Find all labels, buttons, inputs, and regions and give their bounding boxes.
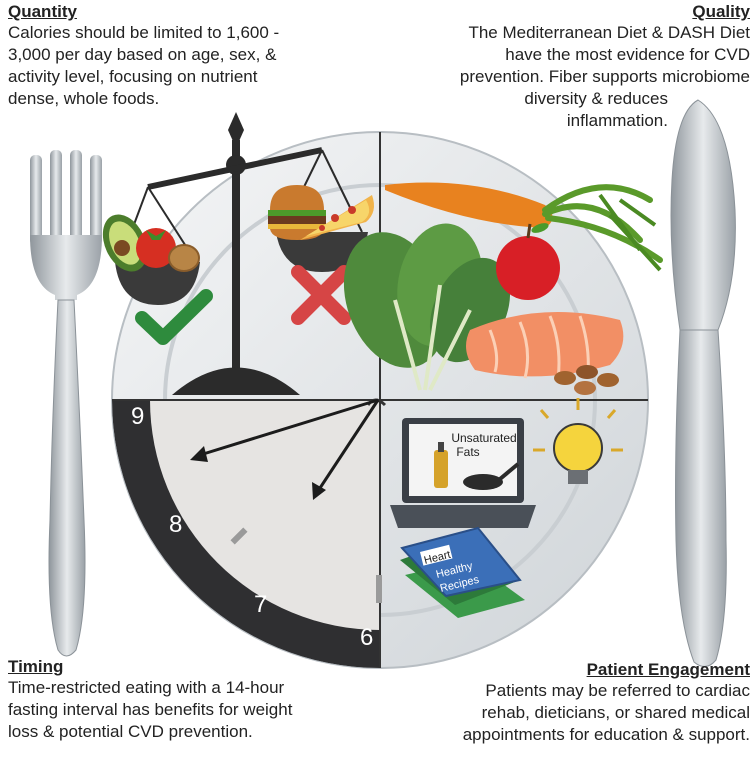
quality-line-5: inflammation.: [566, 111, 668, 130]
apple-icon: [496, 223, 560, 300]
timing-section: Timing Time-restricted eating with a 14-…: [8, 657, 368, 743]
knife-icon: [670, 99, 736, 667]
quantity-line-4: dense, whole foods.: [8, 89, 160, 108]
laptop-label-line2: Fats: [456, 445, 479, 459]
leafy-greens-icon: [343, 223, 511, 391]
quality-heading: Quality: [692, 2, 750, 21]
quality-line-3: prevention. Fiber supports microbiome: [459, 67, 750, 86]
clock-number-9: 9: [131, 403, 144, 430]
timing-line-1: Time-restricted eating with a 14-hour: [8, 678, 285, 697]
engagement-line-1: Patients may be referred to cardiac: [485, 681, 750, 700]
timing-heading: Timing: [8, 657, 64, 676]
cross-icon: [291, 265, 351, 325]
quality-section: Quality The Mediterranean Diet & DASH Di…: [390, 2, 750, 132]
engagement-heading: Patient Engagement: [586, 660, 750, 679]
book-icon: Heart Healthy Recipes: [400, 526, 525, 618]
check-icon: [135, 289, 213, 345]
quantity-line-3: activity level, focusing on nutrient: [8, 67, 258, 86]
salmon-icon: [466, 312, 624, 381]
lightbulb-icon: [533, 398, 623, 484]
quantity-heading: Quantity: [8, 2, 77, 21]
clock-number-8: 8: [169, 511, 182, 538]
timing-line-2: fasting interval has benefits for weight: [8, 700, 293, 719]
quantity-line-1: Calories should be limited to 1,600 -: [8, 23, 280, 42]
laptop-label-line1: Unsaturated: [451, 431, 516, 445]
clock-number-6: 6: [360, 624, 373, 651]
quality-line-1: The Mediterranean Diet & DASH Diet: [468, 23, 750, 42]
engagement-line-2: rehab, dieticians, or shared medical: [481, 703, 750, 722]
clock-number-7: 7: [254, 591, 267, 618]
engagement-section: Patient Engagement Patients may be refer…: [390, 660, 750, 746]
clock-icon: 9 8 7 6: [131, 398, 387, 651]
almonds-icon: [554, 365, 619, 395]
junk-food-icon: [268, 185, 374, 240]
quantity-section: Quantity Calories should be limited to 1…: [8, 2, 348, 110]
fork-icon: [30, 150, 102, 657]
laptop-icon: Unsaturated Fats: [390, 418, 536, 528]
engagement-line-3: appointments for education & support.: [462, 725, 750, 744]
carrot-icon: [385, 182, 663, 272]
quantity-line-2: 3,000 per day based on age, sex, &: [8, 45, 277, 64]
quality-line-4: diversity & reduces: [524, 89, 668, 108]
timing-line-3: loss & potential CVD prevention.: [8, 722, 253, 741]
balance-scale-icon: [115, 112, 368, 395]
healthy-food-icon: [102, 214, 200, 272]
quality-line-2: have the most evidence for CVD: [505, 45, 750, 64]
